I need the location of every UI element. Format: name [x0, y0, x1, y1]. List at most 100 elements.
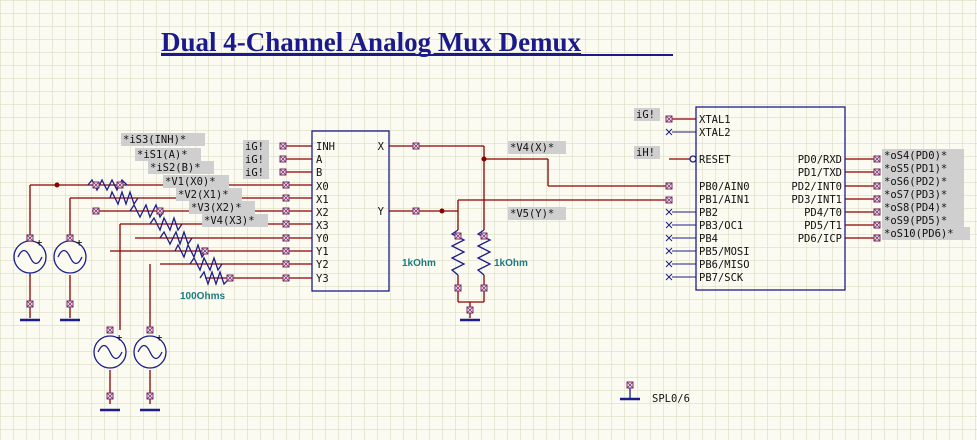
pin-marker: [156, 207, 164, 215]
mcu-pin-pb5-mosi: PB5/MOSI: [699, 246, 750, 258]
pin-marker: [106, 392, 114, 400]
mcu-pin-pb1-ain1: PB1/AIN1: [699, 194, 750, 206]
mcu-pin-labels-left: XTAL1XTAL2RESETPB0/AIN0PB1/AIN1PB2PB3/OC…: [699, 114, 750, 284]
no-connect-marker: [665, 247, 673, 255]
mcu-pin-pd6-icp: PD6/ICP: [798, 233, 842, 245]
pin-marker: [226, 274, 234, 282]
series-resistor-5[interactable]: [159, 229, 193, 247]
net-label-is1: *iS1(A)*: [137, 149, 188, 161]
net-label-v5y: *V5(Y)*: [510, 208, 554, 220]
mcu-pin-pb2: PB2: [699, 207, 718, 219]
pin-marker: [146, 326, 154, 334]
net-label-ig-2: iG!: [245, 154, 264, 166]
spl-label: SPL0/6: [652, 393, 690, 405]
mux-pin-y2: Y2: [316, 259, 329, 271]
pin-marker: [873, 195, 881, 203]
mux-ic-body[interactable]: [311, 130, 390, 292]
mcu-pin-pb6-miso: PB6/MISO: [699, 259, 750, 271]
mcu-pin-pd2-int0: PD2/INT0: [791, 181, 842, 193]
net-label-os5: *oS5(PD1)*: [884, 163, 947, 175]
net-labels: iG! iG! iG! *iS3(INH)* *iS1(A)* *iS2(B)*…: [121, 108, 970, 240]
net-label-ig-1: iG!: [245, 141, 264, 153]
pin-marker: [873, 182, 881, 190]
mux-pin-y1: Y1: [316, 246, 329, 258]
mux-pin-a: A: [316, 154, 323, 166]
sine-source-4[interactable]: [133, 335, 167, 369]
pin-marker: [282, 234, 290, 242]
pin-marker: [873, 208, 881, 216]
pin-marker: [66, 300, 74, 308]
net-label-os9: *oS9(PD5)*: [884, 215, 947, 227]
load-resistor-2-value: 1kOhm: [494, 258, 528, 269]
net-label-v3: *V3(X2)*: [191, 202, 242, 214]
pin-marker: [146, 392, 154, 400]
no-connect-marker: [665, 260, 673, 268]
ground-symbol: [20, 318, 640, 412]
series-resistor-8[interactable]: [199, 269, 231, 287]
mux-pin-y0: Y0: [316, 233, 329, 245]
pin-marker: [92, 207, 100, 215]
pin-marker: [279, 155, 287, 163]
series-resistor-2[interactable]: [109, 189, 139, 207]
pin-marker: [454, 284, 462, 292]
mcu-pin-xtal2: XTAL2: [699, 127, 731, 139]
no-connect-marker: [665, 128, 673, 136]
pin-marker: [873, 234, 881, 242]
mux-pin-labels-right: XY: [378, 141, 385, 218]
mux-pin-x: X: [378, 141, 385, 153]
pin-marker: [282, 207, 290, 215]
pin-marker: [665, 196, 673, 204]
pin-marker: [26, 300, 34, 308]
series-resistor-3[interactable]: [129, 203, 165, 219]
page-title: Dual 4-Channel Analog Mux Demux: [161, 27, 582, 57]
series-resistor-value: 100Ohms: [180, 291, 225, 302]
mux-pin-y: Y: [378, 206, 385, 218]
pin-marker: [26, 234, 34, 242]
mcu-pin-reset: RESET: [699, 154, 731, 166]
pin-marker: [873, 221, 881, 229]
reset-bubble: [689, 155, 697, 163]
mcu-pin-labels-right: PD0/RXDPD1/TXDPD2/INT0PD3/INT1PD4/T0PD5/…: [791, 154, 842, 245]
pin-marker: [282, 260, 290, 268]
pin-marker: [480, 232, 488, 240]
net-label-os7: *oS7(PD3)*: [884, 189, 947, 201]
mux-pin-x3: X3: [316, 220, 329, 232]
pin-marker: [873, 168, 881, 176]
net-label-v4x: *V4(X)*: [510, 142, 554, 154]
net-label-is3: *iS3(INH)*: [123, 134, 186, 146]
mcu-pin-pb0-ain0: PB0/AIN0: [699, 181, 750, 193]
sine-source-3[interactable]: [93, 335, 127, 369]
net-label-v1: *V1(X0)*: [165, 176, 216, 188]
mcu-pin-pb4: PB4: [699, 233, 718, 245]
net-label-ih: iH!: [636, 147, 655, 159]
pin-marker: [626, 381, 634, 389]
net-label-os8: *oS8(PD4)*: [884, 202, 947, 214]
pin-marker: [665, 182, 673, 190]
pin-marker: [282, 247, 290, 255]
sine-source-1[interactable]: [13, 238, 47, 276]
net-label-is2: *iS2(B)*: [150, 162, 201, 174]
no-connect-marker: [665, 208, 673, 216]
components: [13, 106, 846, 412]
pin-marker: [480, 284, 488, 292]
pin-marker: [282, 194, 290, 202]
series-resistor-4[interactable]: [149, 215, 183, 232]
series-resistor-7[interactable]: [189, 255, 223, 272]
mcu-ic-body[interactable]: [695, 106, 846, 291]
net-label-ig-3: iG!: [245, 167, 264, 179]
pin-marker: [279, 168, 287, 176]
mux-pin-y3: Y3: [316, 273, 329, 285]
mcu-pin-pd3-int1: PD3/INT1: [791, 194, 842, 206]
pin-marker: [282, 274, 290, 282]
mcu-pin-xtal1: XTAL1: [699, 114, 731, 126]
series-resistor-6[interactable]: [174, 242, 207, 259]
junctions: [54, 156, 487, 214]
pin-marker: [116, 181, 124, 189]
svg-text:+: +: [36, 237, 42, 249]
mcu-pin-pd0-rxd: PD0/RXD: [798, 154, 842, 166]
mux-pin-x0: X0: [316, 181, 329, 193]
pin-marker: [873, 155, 881, 163]
mux-pin-inh: INH: [316, 141, 335, 153]
